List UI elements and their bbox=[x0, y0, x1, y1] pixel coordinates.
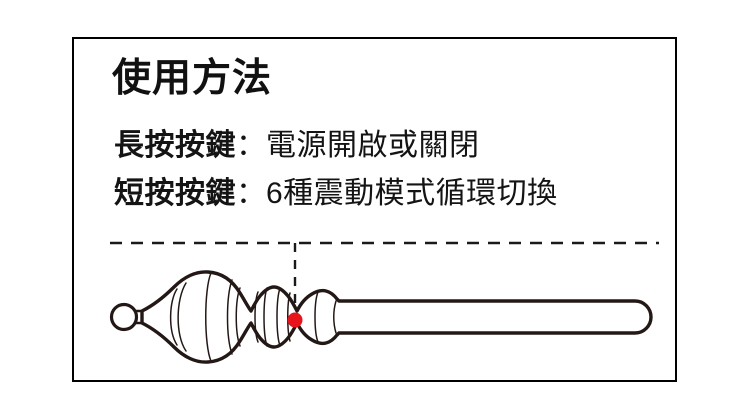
ridge-line-6 bbox=[287, 292, 291, 342]
instruction-value: 電源開啟或關閉 bbox=[266, 129, 480, 162]
ridge-line-5 bbox=[276, 287, 281, 347]
instruction-row-long-press: 長按按鍵：電源開啟或關閉 bbox=[114, 129, 480, 163]
device-body-outline bbox=[140, 270, 653, 364]
page-title: 使用方法 bbox=[112, 57, 273, 100]
instruction-label: 短按按鍵 bbox=[114, 177, 236, 210]
ridge-line-3 bbox=[254, 291, 259, 343]
bulb-contour-2 bbox=[177, 282, 187, 352]
instruction-value: 6種震動模式循環切換 bbox=[266, 177, 558, 210]
shaft-shoulder bbox=[333, 300, 337, 334]
instruction-row-short-press: 短按按鍵：6種震動模式循環切換 bbox=[114, 177, 558, 211]
bulb-contour-3 bbox=[205, 272, 212, 362]
ridge-line-2 bbox=[235, 287, 241, 347]
instruction-panel: 使用方法 長按按鍵：電源開啟或關閉 短按按鍵：6種震動模式循環切換 bbox=[72, 37, 677, 382]
instruction-separator: ： bbox=[236, 177, 266, 210]
neck-contour bbox=[314, 291, 319, 343]
massager-device-illustration bbox=[109, 270, 653, 364]
ridge-line-4 bbox=[263, 287, 268, 347]
dashed-callout-line bbox=[110, 241, 659, 313]
power-button-marker bbox=[287, 312, 303, 328]
ridge-line-1 bbox=[226, 279, 233, 355]
instruction-label: 長按按鍵 bbox=[114, 129, 236, 162]
bulb-contour-1 bbox=[169, 288, 178, 346]
instruction-separator: ： bbox=[236, 129, 266, 162]
device-tip-ball bbox=[109, 302, 139, 332]
